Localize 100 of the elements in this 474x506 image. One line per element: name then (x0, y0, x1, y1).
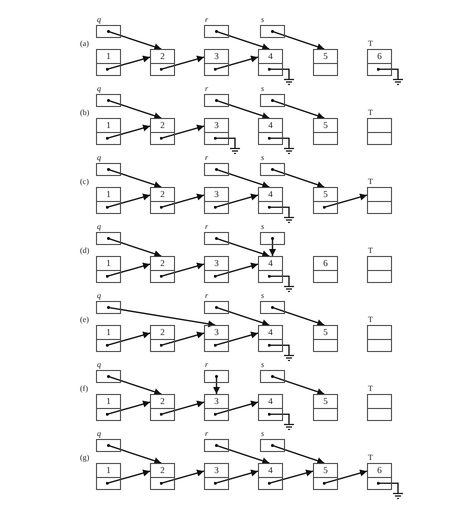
arrow (271, 30, 324, 50)
list-node-box (204, 118, 229, 145)
list-node-box (313, 325, 338, 352)
ground-symbol (284, 146, 294, 154)
node-value: 4 (268, 326, 273, 338)
node-value: 1 (106, 50, 111, 62)
list-node-box (313, 49, 338, 76)
ground-symbol (284, 77, 294, 85)
arrow (269, 237, 276, 256)
list-node-box (313, 256, 338, 283)
node-value: 3 (214, 326, 219, 338)
null-link-line (268, 274, 290, 284)
pointer-name: s (261, 222, 264, 231)
pointer-name: q (97, 84, 101, 93)
arrow (322, 470, 368, 485)
node-value: 2 (160, 395, 165, 407)
node-value: 2 (160, 188, 165, 200)
arrow (213, 375, 220, 394)
null-link-line (268, 412, 290, 422)
list-node-box (258, 187, 283, 214)
node-value: 3 (214, 257, 219, 269)
pointer-name: q (97, 429, 101, 438)
list-node-box (204, 325, 229, 352)
arrow (271, 306, 324, 326)
list-node-box (204, 49, 229, 76)
panel-label: (b) (80, 108, 90, 117)
list-node-box (96, 463, 121, 490)
pointer-name: q (97, 291, 101, 300)
arrow (271, 168, 324, 188)
node-value: 4 (268, 50, 273, 62)
list-node-box (258, 394, 283, 421)
list-node-box (313, 187, 338, 214)
arrow (106, 470, 150, 485)
node-value: 5 (323, 50, 328, 62)
tail-label: T (368, 453, 373, 462)
node-value: 1 (106, 257, 111, 269)
list-node-box (150, 118, 175, 145)
node-value: 2 (160, 326, 165, 338)
pointer-name: r (205, 153, 208, 162)
arrow (106, 262, 150, 278)
list-node-box (204, 256, 229, 283)
pointer-name: s (261, 360, 264, 369)
list-node-box (204, 187, 229, 214)
node-value: 1 (106, 395, 111, 407)
node-value: 3 (214, 395, 219, 407)
arrow (106, 124, 150, 140)
list-node-box (150, 394, 175, 421)
ground-symbol (284, 284, 294, 292)
pointer-name: s (261, 429, 264, 438)
node-value: 5 (323, 119, 328, 131)
node-value: 6 (377, 464, 382, 476)
panel-label: (f) (80, 384, 88, 393)
arrow (106, 332, 150, 347)
pointer-name: q (97, 153, 101, 162)
list-node-box (258, 49, 283, 76)
node-value: 2 (160, 119, 165, 131)
node-value: 6 (377, 50, 382, 62)
tail-label: T (368, 177, 373, 186)
tail-label: T (368, 246, 373, 255)
arrow (214, 262, 258, 278)
node-value: 3 (214, 119, 219, 131)
list-node-box (258, 463, 283, 490)
arrow (107, 30, 162, 50)
arrow (160, 262, 204, 278)
node-value: 4 (268, 395, 273, 407)
panel-label: (a) (80, 39, 89, 48)
list-node-box (258, 118, 283, 145)
null-link-line (376, 482, 399, 491)
pointer-name: r (205, 222, 208, 231)
null-link-line (268, 344, 290, 353)
panel-label: (d) (80, 246, 90, 255)
node-value: 3 (214, 188, 219, 200)
arrow (107, 375, 162, 396)
arrow (106, 400, 150, 416)
node-value: 5 (323, 395, 328, 407)
list-node-box (96, 49, 121, 76)
list-node-box (258, 256, 283, 283)
list-node-box (150, 256, 175, 283)
panel-label: (e) (80, 315, 89, 324)
arrow (160, 56, 204, 71)
list-node-box (150, 187, 175, 214)
arrow (160, 400, 204, 416)
arrow (268, 470, 314, 485)
node-value: 6 (323, 257, 328, 269)
list-node-box (150, 49, 175, 76)
arrow (215, 237, 270, 258)
arrow (107, 168, 162, 188)
node-value: 1 (106, 119, 111, 131)
node-value: 5 (323, 464, 328, 476)
list-node-box (96, 394, 121, 421)
list-node-box (96, 187, 121, 214)
node-value: 4 (268, 464, 273, 476)
arrow (160, 124, 204, 140)
node-value: 1 (106, 188, 111, 200)
tail-label: T (368, 384, 373, 393)
list-node-box (96, 118, 121, 145)
ground-symbol (284, 353, 294, 361)
pointer-name: s (261, 84, 264, 93)
null-link-line (268, 68, 290, 77)
list-node-box (313, 394, 338, 421)
